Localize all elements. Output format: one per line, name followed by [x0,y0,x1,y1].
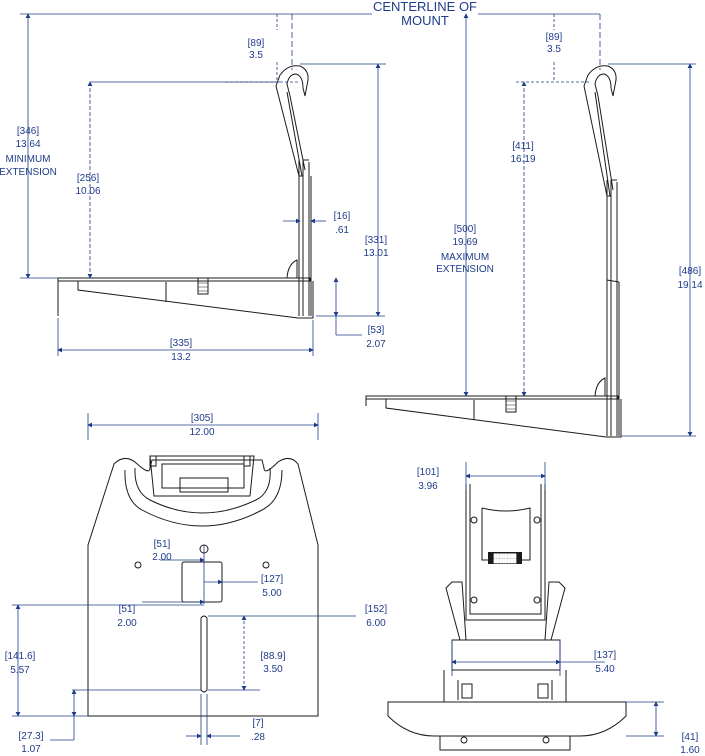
dim-27-mm: [27.3] [18,731,43,742]
tray-plate-outline [87,455,319,717]
min-ext-dimension-lines [20,13,386,356]
dim-101-in: 3.96 [418,481,438,492]
dim-346-note2: EXTENSION [0,167,57,178]
dim-137-in: 5.40 [595,664,615,675]
dim-89-max-in: 3.5 [547,44,561,55]
dim-486-in: 19.14 [677,280,702,291]
front-view-mount: ████████ ████████ [387,462,700,756]
dim-141-mm: [141.6] [5,651,36,662]
dim-127-in: 5.00 [262,588,282,599]
dim-346-note1: MINIMUM [6,154,51,165]
dim-141-in: 5.57 [10,665,30,676]
dim-7-in: .28 [251,732,265,743]
dim-27-in: 1.07 [21,744,41,755]
dim-51b-in: 2.00 [117,618,137,629]
max-ext-dimension-lines [463,13,696,437]
dim-331-mm: [331] [365,235,387,246]
dim-16-mm: [16] [334,211,351,222]
dim-346-mm: [346] [17,126,39,137]
front-mount-outline: ████████ ████████ [387,484,627,751]
dim-88-in: 3.50 [263,664,283,675]
dim-152-mm: [152] [365,604,387,615]
centerline-title: CENTERLINE OF MOUNT [20,0,601,70]
dim-305-in: 12.00 [189,427,214,438]
dim-53-in: 2.07 [366,339,386,350]
front-plate-text-1: ████████ [494,553,517,559]
top-view-tray: [305] 12.00 [51] 2.00 [127] 5.00 [51] 2.… [5,413,387,755]
dim-89-min-in: 3.5 [249,50,263,61]
dim-137-mm: [137] [594,650,616,661]
dim-7-mm: [7] [252,718,263,729]
side-view-minimum-extension: [89] 3.5 [346] 13.64 MINIMUM EXTENSION [… [0,13,389,363]
dim-256-in: 10.06 [75,186,100,197]
dim-346-in: 13.64 [15,139,40,150]
min-ext-mount-outline [57,65,314,319]
max-ext-mount-outline [365,65,622,438]
dim-127-mm: [127] [261,574,283,585]
dim-500-mm: [500] [454,224,476,235]
dim-411-in: 16.19 [510,154,535,165]
dim-41-in: 1.60 [680,745,700,756]
dim-331-in: 13.01 [363,248,388,259]
front-plate-text-2: ████████ [494,558,517,564]
dim-88-mm: [88.9] [260,651,285,662]
side-view-maximum-extension: [89] 3.5 [411] 16.19 [500] 19.69 MAXIMUM… [365,13,703,438]
dim-500-note1: MAXIMUM [441,252,489,263]
dim-500-note2: EXTENSION [436,264,494,275]
tray-dimension-lines [12,413,356,745]
dim-101-mm: [101] [417,467,439,478]
dim-152-in: 6.00 [366,618,386,629]
dim-411-mm: [411] [512,141,534,152]
dim-486-mm: [486] [679,266,701,277]
dim-53-mm: [53] [368,325,385,336]
dim-335-in: 13.2 [171,352,191,363]
dim-335-mm: [335] [170,338,192,349]
dim-51a-mm: [51] [154,539,171,550]
dim-41-mm: [41] [682,732,699,743]
front-dimension-lines [451,462,664,737]
centerline-title-line1: CENTERLINE OF [373,0,477,14]
dim-89-max-mm: [89] [546,32,563,43]
dim-305-mm: [305] [191,413,213,424]
dim-89-min-mm: [89] [248,38,265,49]
dim-256-mm: [256] [77,173,99,184]
centerline-title-line2: MOUNT [401,13,449,28]
dim-51a-in: 2.00 [152,552,172,563]
dim-51b-mm: [51] [119,604,136,615]
dim-500-in: 19.69 [452,237,477,248]
dim-16-in: .61 [335,225,349,236]
